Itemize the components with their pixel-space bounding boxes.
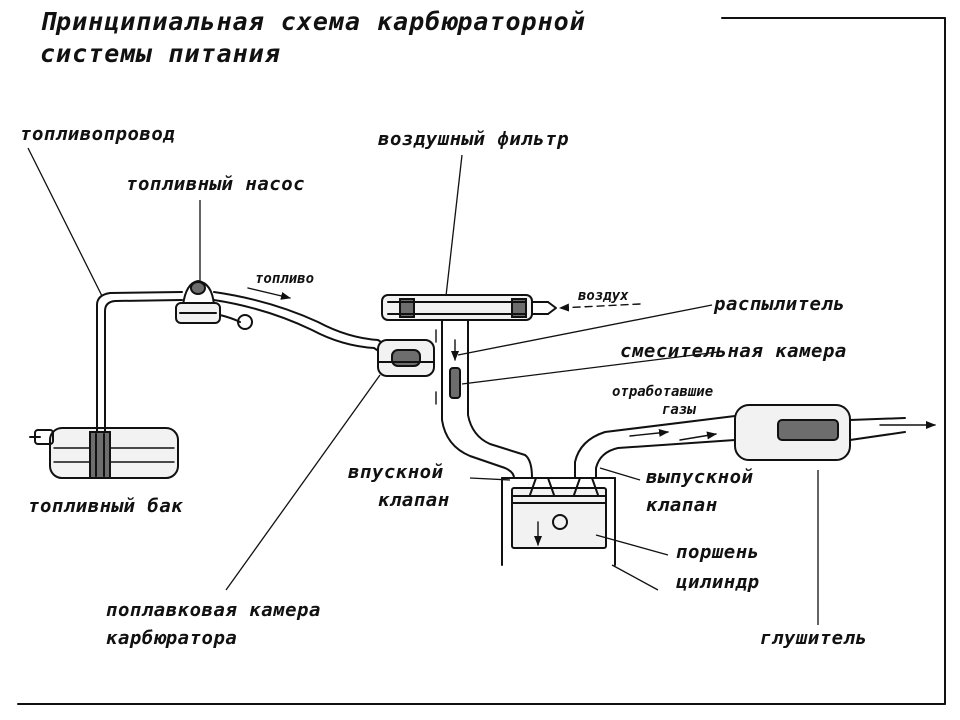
label-air-filter: воздушный фильтр (378, 128, 569, 150)
label-exhaust-valve-line-1: выпускной (646, 466, 754, 488)
label-atomizer: распылитель (713, 293, 845, 315)
fuel-line-to-carburetor (213, 287, 391, 357)
label-mixing-chamber: смесительная камера (620, 340, 847, 362)
label-muffler: глушитель (760, 627, 867, 649)
muffler (734, 404, 936, 461)
label-exhaust-gases-line-2: газы (662, 402, 696, 418)
labels: топливопровод топливный насос топливо во… (20, 123, 867, 649)
float-chamber (377, 339, 435, 377)
label-intake-valve-line-2: клапан (378, 489, 450, 511)
label-piston: поршень (676, 541, 760, 563)
diagram-frame (17, 17, 946, 705)
exhaust-pipe (574, 415, 736, 479)
label-float-chamber-line-1: поплавковая камера (106, 599, 321, 621)
label-exhaust-gases-line-1: отработавшие (612, 384, 713, 400)
fuel-pump (175, 280, 253, 330)
label-exhaust-valve-line-2: клапан (646, 494, 718, 516)
fuel-line-pipe (96, 291, 183, 433)
label-intake-valve-line-1: впускной (348, 461, 444, 483)
label-fuel-pump: топливный насос (126, 173, 305, 195)
mixing-chamber-tube (435, 319, 533, 479)
title-line-1: Принципиальная схема карбюраторной (40, 7, 586, 36)
diagram-title: Принципиальная схема карбюраторной систе… (40, 7, 586, 68)
label-fuel-line: топливопровод (20, 123, 175, 145)
leader-lines (27, 147, 819, 625)
fuel-tank (29, 427, 179, 479)
title-line-2: системы питания (40, 39, 281, 68)
label-fuel-flow: топливо (255, 271, 314, 287)
label-air-flow: воздух (578, 288, 629, 304)
label-float-chamber-line-2: карбюратора (106, 627, 237, 649)
air-filter (381, 294, 641, 321)
engine-cylinder (501, 477, 616, 566)
label-fuel-tank: топливный бак (28, 495, 183, 517)
label-cylinder: цилиндр (676, 571, 760, 593)
